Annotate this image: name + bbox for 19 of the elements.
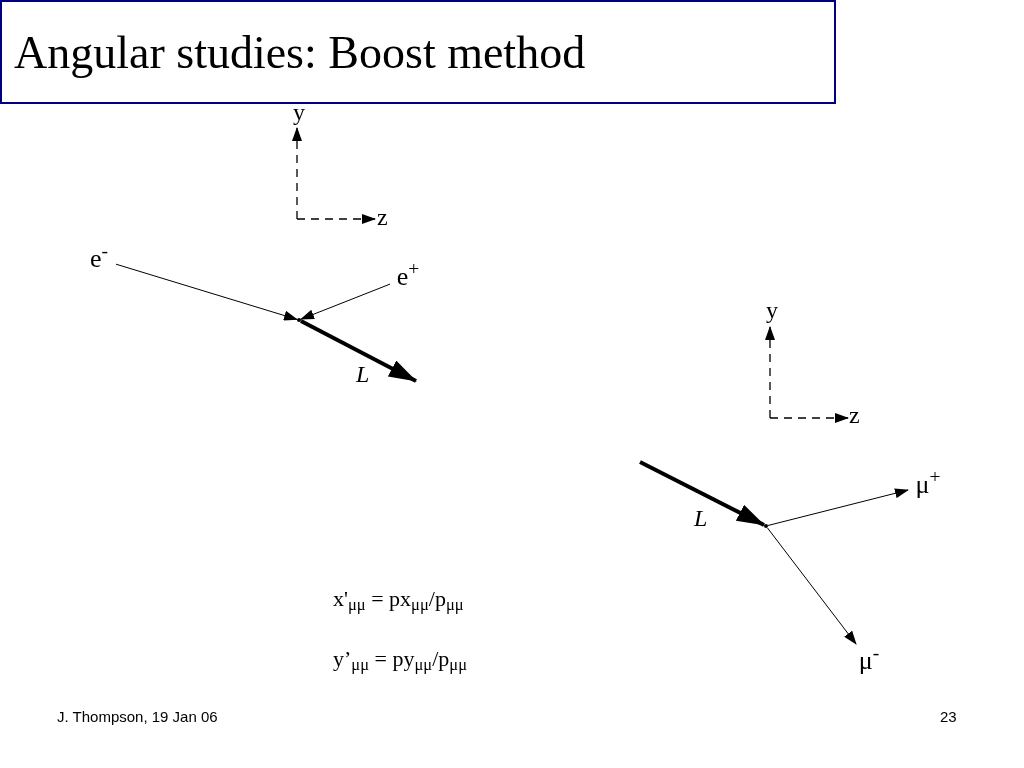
axis-label: z	[377, 205, 388, 229]
arrow	[300, 283, 391, 320]
edge-label: L	[694, 506, 708, 530]
axis-label: y	[293, 100, 305, 124]
axis-label: z	[849, 403, 860, 427]
arrow	[767, 527, 857, 645]
arrow	[115, 263, 298, 321]
particle-label: μ$^{+}$	[908, 468, 948, 502]
particle-label: e$^{+}$	[390, 258, 426, 296]
slide-title: Angular studies: Boost method	[14, 25, 586, 80]
arrow	[300, 319, 417, 383]
arrow	[767, 488, 909, 526]
edge-label: L	[356, 362, 370, 386]
arrow	[639, 460, 765, 527]
particle-label: μ$^{-}$	[850, 644, 888, 678]
page-number: 23	[940, 707, 957, 727]
particle-label: e$^{-}$	[82, 240, 116, 278]
axis-label: y	[766, 298, 778, 322]
footer-author-date: J. Thompson, 19 Jan 06	[57, 707, 218, 727]
